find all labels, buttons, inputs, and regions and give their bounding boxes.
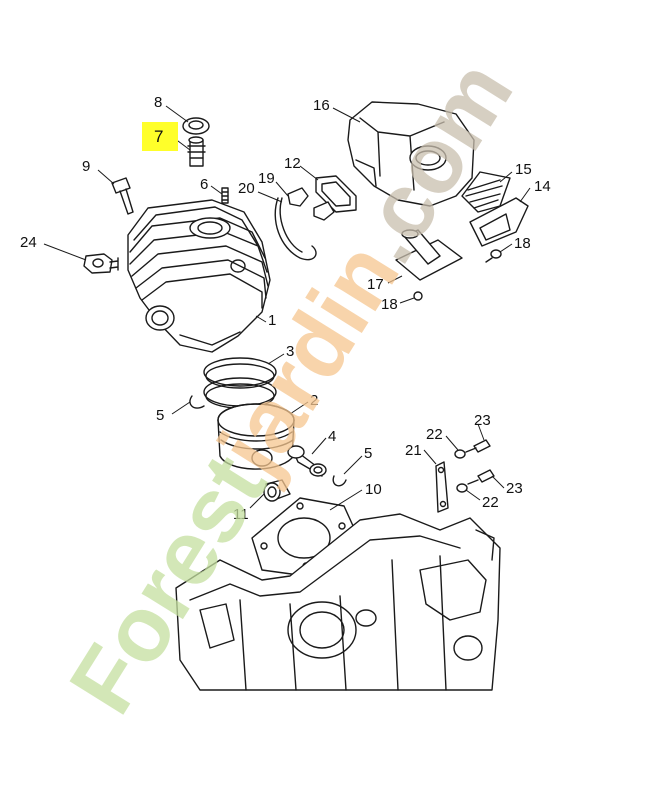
label-part-23-upper: 23 [474, 412, 491, 429]
label-part-17: 17 [367, 276, 384, 293]
label-part-9: 9 [82, 158, 91, 175]
part-15-screen [461, 171, 511, 213]
label-part-18-upper: 18 [514, 235, 531, 252]
part-18-screw-lower [413, 291, 423, 301]
label-part-12: 12 [284, 155, 301, 172]
part-5-circlip-right [332, 475, 347, 487]
part-8-ring [182, 117, 210, 135]
part-4-pin [287, 445, 327, 477]
part-21-plate [435, 461, 449, 513]
label-part-10: 10 [365, 481, 382, 498]
label-part-7-highlighted: 7 [142, 122, 179, 151]
part-18-screw-upper [485, 249, 502, 263]
part-14-plate [469, 197, 529, 247]
label-part-22-upper: 22 [426, 426, 443, 443]
part-9-bolt [111, 177, 134, 215]
label-part-1: 1 [268, 312, 277, 329]
part-7-valve [187, 136, 206, 167]
label-part-23-lower: 23 [506, 480, 523, 497]
part-23-screw-lower [467, 469, 495, 485]
part-22-washer-upper [454, 449, 466, 459]
part-1-cylinder [127, 199, 271, 353]
label-part-5-left: 5 [156, 407, 165, 424]
label-part-24: 24 [20, 234, 37, 251]
label-part-5-right: 5 [364, 445, 373, 462]
part-17-manifold [395, 229, 463, 281]
part-6-stud [221, 187, 229, 204]
label-part-19: 19 [258, 170, 275, 187]
label-part-15: 15 [515, 161, 532, 178]
part-12-gasket [315, 175, 357, 213]
label-part-18-lower: 18 [381, 296, 398, 313]
crankcase [175, 513, 501, 691]
label-part-16: 16 [313, 97, 330, 114]
part-3-rings [203, 357, 277, 409]
label-part-20: 20 [238, 180, 255, 197]
label-part-22-lower: 22 [482, 494, 499, 511]
part-16-shroud [347, 101, 475, 207]
part-20-clips [287, 187, 335, 221]
leader-lines [43, 105, 531, 511]
label-part-2: 2 [310, 392, 319, 409]
part-23-screw-upper [465, 439, 491, 453]
part-19-spring [274, 197, 317, 261]
label-part-14: 14 [534, 178, 551, 195]
label-part-4: 4 [328, 428, 337, 445]
part-5-circlip-left [189, 395, 205, 409]
part-11-bearing [263, 479, 291, 502]
label-part-3: 3 [286, 343, 295, 360]
part-22-washer-lower [456, 483, 468, 493]
label-part-6: 6 [200, 176, 209, 193]
label-part-11: 11 [233, 506, 249, 523]
label-part-8: 8 [154, 94, 163, 111]
label-part-21: 21 [405, 442, 422, 459]
part-24-sensor [83, 253, 119, 274]
part-2-piston [217, 403, 295, 470]
